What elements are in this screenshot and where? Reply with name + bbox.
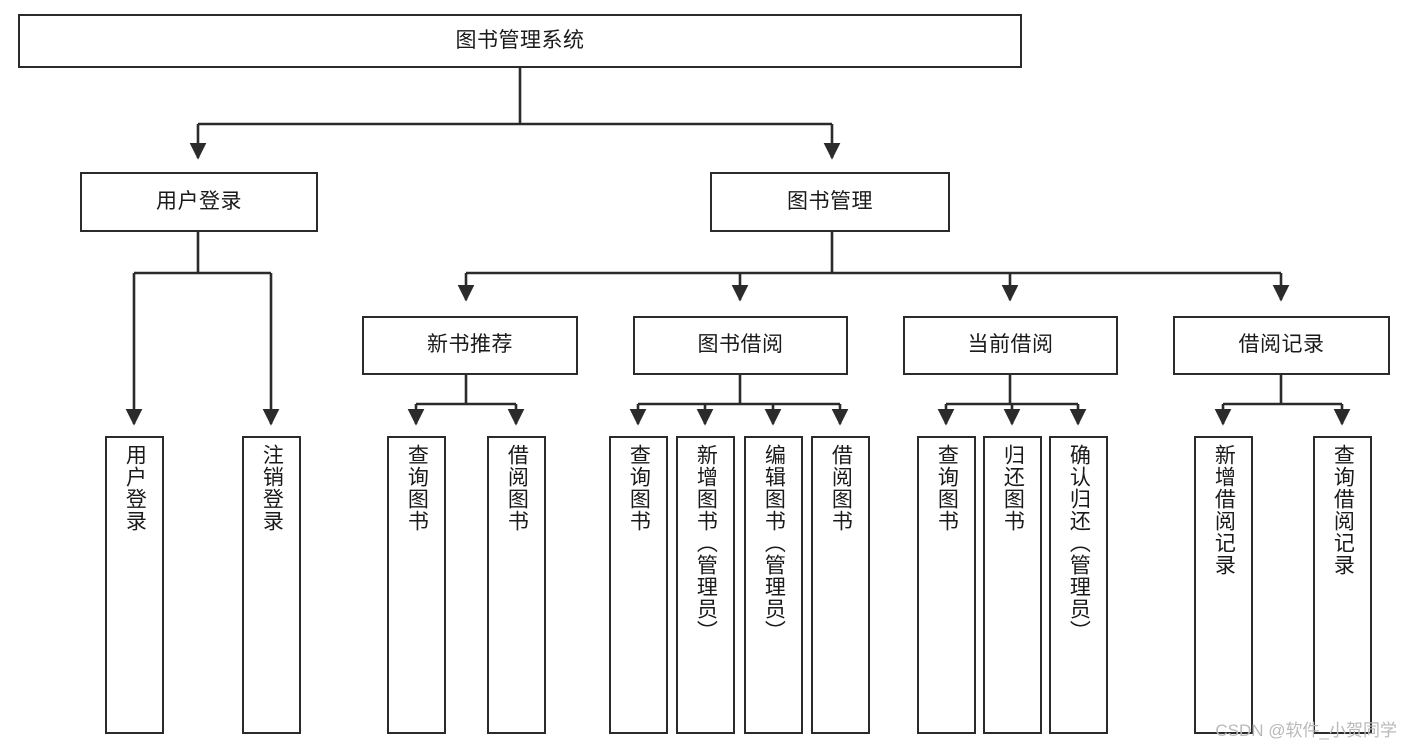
leaf-confirm-return[interactable]: 确认归还（管理员） xyxy=(1049,436,1108,734)
leaf-borrow-book-1[interactable]: 借阅图书 xyxy=(487,436,546,734)
node-user-login[interactable]: 用户登录 xyxy=(80,172,318,232)
leaf-borrow-book-2[interactable]: 借阅图书 xyxy=(811,436,870,734)
leaf-add-record[interactable]: 新增借阅记录 xyxy=(1194,436,1253,734)
node-root-label: 图书管理系统 xyxy=(455,28,585,52)
node-book-borrow-label: 图书借阅 xyxy=(697,333,784,357)
leaf-query-book-1[interactable]: 查询图书 xyxy=(387,436,446,734)
leaf-edit-book[interactable]: 编辑图书（管理员） xyxy=(744,436,803,734)
leaf-query-book-3[interactable]: 查询图书 xyxy=(917,436,976,734)
leaf-return-book[interactable]: 归还图书 xyxy=(983,436,1042,734)
leaf-query-book-1-label: 查询图书 xyxy=(405,444,429,532)
node-new-book-recommend[interactable]: 新书推荐 xyxy=(362,316,578,375)
leaf-user-login-label: 用户登录 xyxy=(123,444,147,532)
leaf-add-record-label: 新增借阅记录 xyxy=(1212,444,1236,576)
leaf-confirm-return-label: 确认归还（管理员） xyxy=(1067,444,1091,642)
leaf-logout[interactable]: 注销登录 xyxy=(242,436,301,734)
leaf-user-login[interactable]: 用户登录 xyxy=(105,436,164,734)
node-borrow-record[interactable]: 借阅记录 xyxy=(1173,316,1390,375)
leaf-query-record[interactable]: 查询借阅记录 xyxy=(1313,436,1372,734)
node-book-management[interactable]: 图书管理 xyxy=(710,172,950,232)
node-book-management-label: 图书管理 xyxy=(787,189,873,213)
node-current-borrow[interactable]: 当前借阅 xyxy=(903,316,1118,375)
leaf-return-book-label: 归还图书 xyxy=(1001,444,1025,532)
watermark: CSDN @软件_小贺同学 xyxy=(1215,721,1397,740)
node-borrow-record-label: 借阅记录 xyxy=(1238,333,1325,357)
leaf-logout-label: 注销登录 xyxy=(260,444,284,532)
leaf-add-book[interactable]: 新增图书（管理员） xyxy=(676,436,735,734)
leaf-add-book-label: 新增图书（管理员） xyxy=(694,444,718,642)
leaf-query-record-label: 查询借阅记录 xyxy=(1331,444,1355,576)
node-user-login-label: 用户登录 xyxy=(156,189,242,213)
leaf-edit-book-label: 编辑图书（管理员） xyxy=(762,444,786,642)
node-book-borrow[interactable]: 图书借阅 xyxy=(633,316,848,375)
leaf-borrow-book-1-label: 借阅图书 xyxy=(505,444,529,532)
node-root[interactable]: 图书管理系统 xyxy=(18,14,1022,68)
leaf-query-book-2-label: 查询图书 xyxy=(627,444,651,532)
leaf-borrow-book-2-label: 借阅图书 xyxy=(829,444,853,532)
leaf-query-book-2[interactable]: 查询图书 xyxy=(609,436,668,734)
node-new-book-recommend-label: 新书推荐 xyxy=(427,333,513,357)
node-current-borrow-label: 当前借阅 xyxy=(967,333,1054,357)
leaf-query-book-3-label: 查询图书 xyxy=(935,444,959,532)
